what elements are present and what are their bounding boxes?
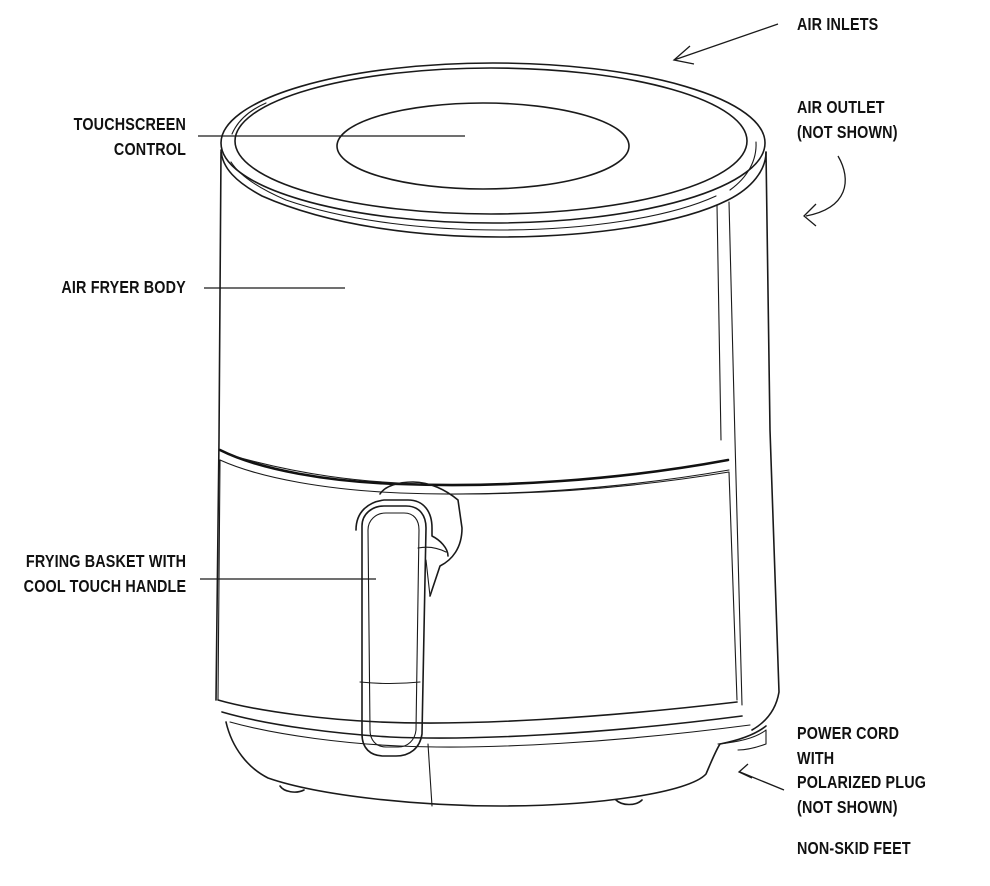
label-outlet-line-1: AIR OUTLET <box>797 97 885 117</box>
label-basket-line-2: COOL TOUCH HANDLE <box>23 575 186 596</box>
label-inlets-text: AIR INLETS <box>797 14 879 34</box>
label-touchscreen-control: TOUCHSCREEN CONTROL <box>74 112 186 161</box>
label-air-inlets: AIR INLETS <box>797 12 878 37</box>
label-frying-basket: FRYING BASKET WITH COOL TOUCH HANDLE <box>23 549 186 598</box>
label-power-line-1: POWER CORD <box>797 723 900 743</box>
non-skid-foot-left <box>279 785 305 793</box>
label-power-line-4: (NOT SHOWN) <box>797 796 898 817</box>
non-skid-foot-right <box>615 799 643 806</box>
touchscreen-control <box>336 102 630 190</box>
label-air-fryer-body: AIR FRYER BODY <box>61 275 186 300</box>
leader-lines <box>198 23 846 791</box>
air-outlet-arrow <box>803 155 846 227</box>
label-feet-text: NON-SKID FEET <box>797 838 911 858</box>
power-cord-arrow <box>737 763 785 791</box>
air-inlets-arrow <box>672 23 779 65</box>
frying-basket <box>217 459 751 748</box>
label-body-text: AIR FRYER BODY <box>61 277 186 297</box>
label-outlet-line-2: (NOT SHOWN) <box>797 121 898 142</box>
label-non-skid-feet: NON-SKID FEET <box>797 836 911 861</box>
label-power-line-3: POLARIZED PLUG <box>797 772 927 792</box>
label-touchscreen-line-1: TOUCHSCREEN <box>73 114 186 134</box>
label-air-outlet: AIR OUTLET (NOT SHOWN) <box>797 95 898 144</box>
label-power-cord: POWER CORD WITH POLARIZED PLUG (NOT SHOW… <box>797 721 926 819</box>
air-fryer-body <box>215 151 780 731</box>
label-touchscreen-line-2: CONTROL <box>113 138 186 159</box>
label-power-line-2: WITH <box>797 747 835 768</box>
lid <box>220 62 767 238</box>
label-basket-line-1: FRYING BASKET WITH <box>25 551 186 571</box>
base <box>225 721 767 807</box>
cool-touch-handle <box>355 481 463 757</box>
